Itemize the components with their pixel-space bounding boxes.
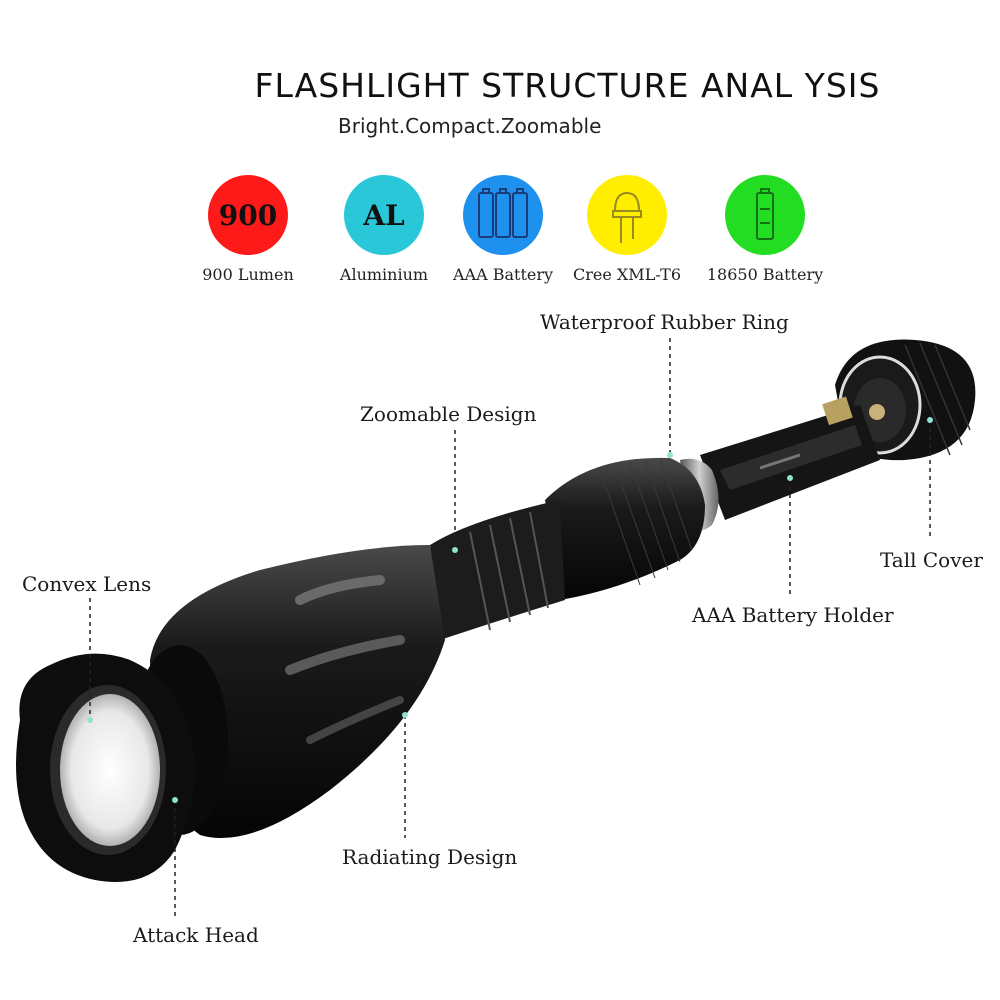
feature-label: Cree XML-T6 bbox=[573, 265, 681, 284]
callout-dots bbox=[87, 417, 933, 803]
aaa-battery-icon bbox=[463, 175, 543, 255]
feature-label: 900 Lumen bbox=[202, 265, 294, 284]
callout-tall-cover: Tall Cover bbox=[880, 548, 983, 572]
convex-lens bbox=[60, 694, 160, 846]
callout-aaa-battery-holder: AAA Battery Holder bbox=[692, 603, 894, 627]
callout-radiating-design: Radiating Design bbox=[342, 845, 518, 869]
feature-lumen: 900 900 Lumen bbox=[183, 175, 313, 284]
lumen-badge-icon: 900 bbox=[208, 175, 288, 255]
page-title: FLASHLIGHT STRUCTURE ANAL YSIS bbox=[254, 66, 881, 105]
feature-label: Aluminium bbox=[339, 265, 429, 284]
aaa-battery-holder bbox=[700, 396, 880, 520]
feature-aluminium: AL Aluminium bbox=[319, 175, 449, 284]
callout-convex-lens: Convex Lens bbox=[22, 572, 152, 596]
led-icon bbox=[587, 175, 667, 255]
feature-label: AAA Battery bbox=[452, 265, 554, 284]
18650-battery-icon bbox=[725, 175, 805, 255]
knurled-grip bbox=[545, 457, 705, 600]
attack-head bbox=[16, 653, 195, 882]
feature-aaa-battery: AAA Battery bbox=[438, 175, 568, 284]
feature-cree-led: Cree XML-T6 bbox=[562, 175, 692, 284]
feature-label: 18650 Battery bbox=[706, 265, 824, 284]
callout-lines bbox=[89, 338, 931, 918]
tail-cover bbox=[835, 339, 976, 461]
callout-zoomable-design: Zoomable Design bbox=[360, 402, 537, 426]
feature-18650-battery: 18650 Battery bbox=[700, 175, 830, 284]
callout-waterproof-ring: Waterproof Rubber Ring bbox=[540, 310, 789, 334]
zoomable-neck bbox=[430, 500, 565, 640]
callout-attack-head: Attack Head bbox=[133, 923, 259, 947]
page-subtitle: Bright.Compact.Zoomable bbox=[338, 114, 602, 138]
aluminium-badge-icon: AL bbox=[344, 175, 424, 255]
